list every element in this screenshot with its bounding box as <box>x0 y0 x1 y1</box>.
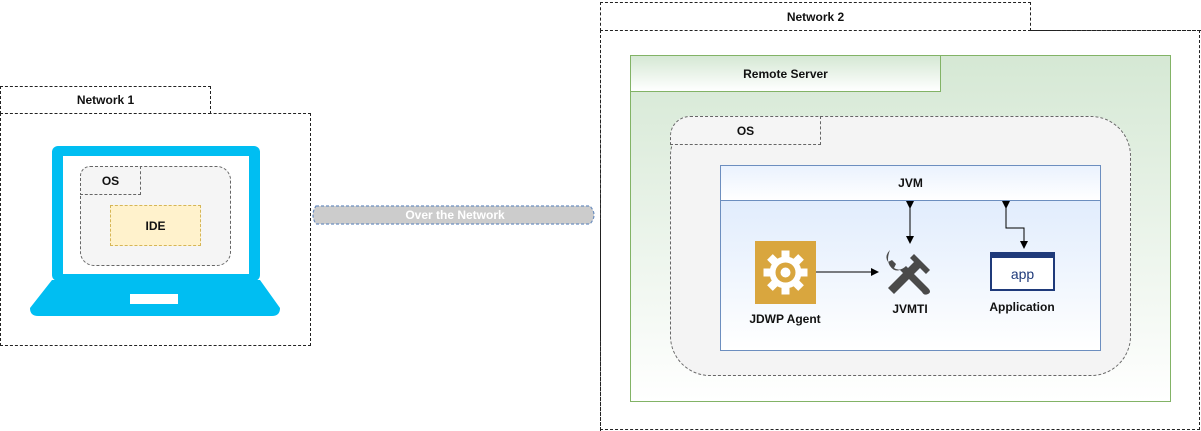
network-2-label: Network 2 <box>600 2 1031 31</box>
gear-icon <box>755 241 816 304</box>
jdwp-agent-label: JDWP Agent <box>749 312 821 326</box>
app-icon-text: app <box>1010 265 1035 282</box>
app-icon: app <box>990 252 1055 291</box>
laptop-os-label: OS <box>80 166 141 195</box>
jvm-label: JVM <box>721 166 1100 201</box>
remote-server-label: Remote Server <box>630 55 941 92</box>
server-os-label: OS <box>670 116 821 145</box>
network-connection <box>312 205 595 225</box>
ide-box: IDE <box>110 205 201 246</box>
jvmti-label: JVMTI <box>892 302 928 316</box>
network-1-label: Network 1 <box>0 86 211 114</box>
connection-label: Over the Network <box>405 208 505 222</box>
application-label: Application <box>989 300 1055 314</box>
tools-icon <box>886 250 930 295</box>
